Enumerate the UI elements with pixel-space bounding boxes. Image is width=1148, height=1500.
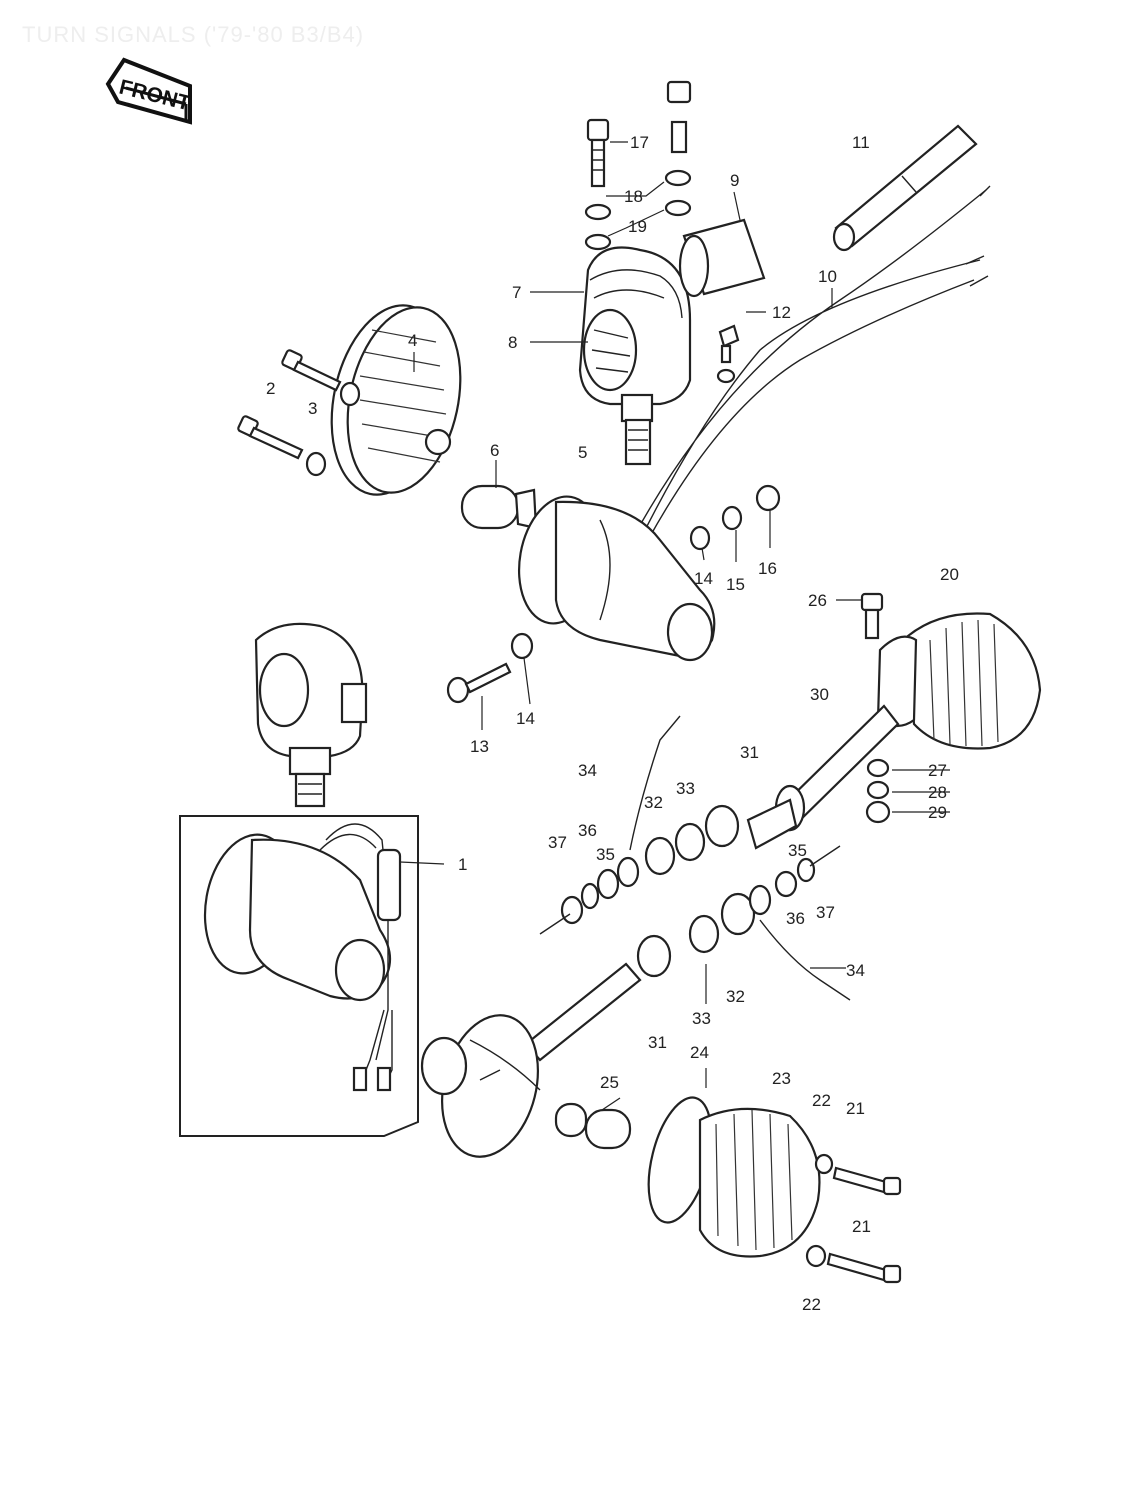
screw-21a	[832, 1166, 902, 1196]
bulb-6	[460, 484, 538, 530]
nut-16	[755, 484, 781, 512]
callout-21b: 21	[852, 1217, 871, 1236]
front-signal-housing	[517, 495, 716, 662]
callout-15: 15	[726, 575, 745, 594]
wire-terminals	[965, 185, 991, 287]
washer-28	[866, 780, 890, 800]
page-title: TURN SIGNALS ('79-'80 B3/B4)	[22, 22, 365, 47]
callout-34b: 34	[846, 961, 865, 980]
screw-top	[666, 80, 692, 154]
callout-32b: 32	[726, 987, 745, 1006]
screw-2b	[237, 415, 304, 460]
tube-11	[832, 124, 978, 252]
callout-35a: 35	[596, 845, 615, 864]
callout-23: 23	[772, 1069, 791, 1088]
handlebar-switch-housing	[578, 246, 692, 466]
callout-10: 10	[818, 267, 837, 286]
callout-13: 13	[470, 737, 489, 756]
callout-7: 7	[512, 283, 521, 302]
callout-31b: 31	[648, 1033, 667, 1052]
callout-18: 18	[624, 187, 643, 206]
callout-22b: 22	[802, 1295, 821, 1314]
callout-14b: 14	[516, 709, 535, 728]
callout-11: 11	[852, 133, 870, 152]
callout-6: 6	[490, 441, 499, 460]
callout-26: 26	[808, 591, 827, 610]
callout-31a: 31	[740, 743, 759, 762]
callout-9: 9	[730, 171, 739, 190]
callout-34a: 34	[578, 761, 597, 780]
front-badge: FRONT	[105, 57, 193, 125]
rear-left-housing	[420, 962, 642, 1158]
leader-lines	[399, 141, 950, 1111]
callout-27: 27	[928, 761, 947, 780]
callout-33b: 33	[692, 1009, 711, 1028]
callout-29: 29	[928, 803, 947, 822]
bulb-25	[554, 1102, 632, 1150]
screw-26	[860, 592, 884, 640]
rear-lens-20	[876, 612, 1042, 750]
callout-35b: 35	[788, 841, 807, 860]
washer-15	[721, 505, 743, 531]
screw-2a	[281, 349, 342, 392]
lower-grommet-stack	[636, 845, 851, 1001]
callout-2: 2	[266, 379, 275, 398]
callout-5: 5	[578, 443, 587, 462]
screw-13	[446, 662, 512, 704]
callout-3: 3	[308, 399, 317, 418]
stem-30	[746, 704, 900, 850]
callout-21a: 21	[846, 1099, 865, 1118]
nut-29	[865, 800, 891, 824]
washer-19a	[664, 199, 692, 217]
callout-22a: 22	[812, 1091, 831, 1110]
washer-27	[866, 758, 890, 778]
inset-assembly-1	[179, 815, 419, 1137]
callout-labels: 1 2 3 4 5 6 7 8 9 10 11 12 13 14 14 15 1…	[266, 133, 959, 1314]
callout-28: 28	[928, 783, 947, 802]
callout-24: 24	[690, 1043, 709, 1062]
callout-16: 16	[758, 559, 777, 578]
callout-1: 1	[458, 855, 467, 874]
callout-37a: 37	[548, 833, 567, 852]
washer-14a	[689, 525, 711, 551]
lens-4	[330, 304, 462, 496]
callout-4: 4	[408, 331, 417, 350]
washer-18a	[664, 169, 692, 187]
callout-36a: 36	[578, 821, 597, 840]
washer-3b	[305, 451, 327, 477]
screw-12	[716, 324, 740, 384]
callout-33a: 33	[676, 779, 695, 798]
callout-8: 8	[508, 333, 517, 352]
callout-25: 25	[600, 1073, 619, 1092]
callout-36b: 36	[786, 909, 805, 928]
callout-14a: 14	[694, 569, 713, 588]
screw-17	[586, 118, 610, 188]
screw-21b	[826, 1252, 902, 1284]
rear-lens-23	[698, 1107, 821, 1258]
rubber-sleeve-9	[678, 218, 766, 298]
callout-32a: 32	[644, 793, 663, 812]
wire-harness-10	[633, 189, 987, 541]
upper-grommet-stack	[539, 715, 740, 935]
washer-3a	[339, 381, 361, 407]
callout-20: 20	[940, 565, 959, 584]
callout-19: 19	[628, 217, 647, 236]
callout-30: 30	[810, 685, 829, 704]
nut-22a	[814, 1153, 834, 1175]
nut-22b	[805, 1244, 827, 1268]
callout-37b: 37	[816, 903, 835, 922]
washer-14b	[510, 632, 534, 660]
washer-18b	[584, 203, 612, 221]
callout-17: 17	[630, 133, 649, 152]
left-switch-housing	[254, 622, 368, 808]
washer-19b	[584, 233, 612, 251]
callout-12: 12	[772, 303, 791, 322]
